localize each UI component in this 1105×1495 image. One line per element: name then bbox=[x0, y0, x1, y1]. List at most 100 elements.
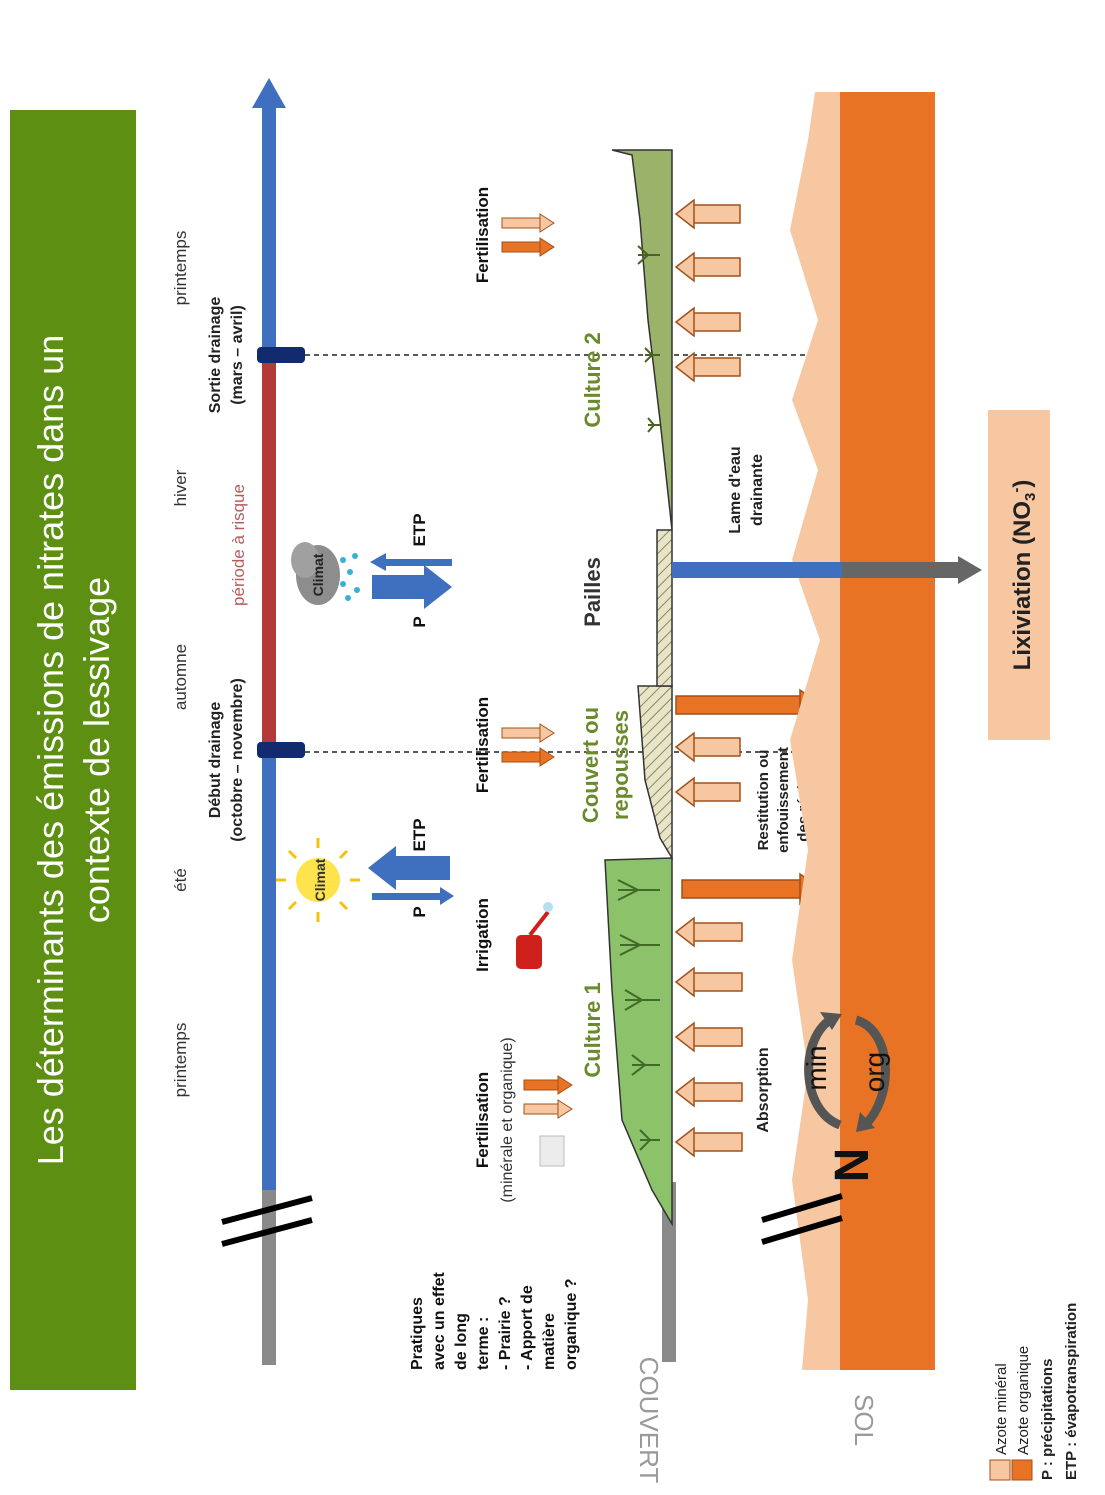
practices-line: avec un effet bbox=[431, 1272, 448, 1370]
legend-p: P : précipitations bbox=[1039, 1359, 1056, 1480]
fertilisation-3: Fertilisation bbox=[473, 187, 555, 283]
legend-swatch-mineral bbox=[989, 1459, 1011, 1481]
climate-summer: Climat ETP P bbox=[276, 818, 454, 922]
practices-line: terme : bbox=[475, 1317, 492, 1370]
timeline-arrowhead bbox=[252, 78, 286, 108]
fertilizer-bag-icon bbox=[539, 1135, 565, 1167]
etp-winter-label: ETP bbox=[410, 513, 429, 546]
absorption-arrows bbox=[674, 198, 743, 1158]
nitrogen-label: N bbox=[826, 1148, 879, 1183]
lixiviation-label: Lixiviation (NO3-) bbox=[1008, 480, 1039, 671]
drain-end-line1: Sortie drainage bbox=[207, 297, 224, 414]
irrigation: Irrigation bbox=[473, 898, 553, 972]
legend-organic: Azote organique bbox=[1015, 1346, 1032, 1455]
season-label: printemps bbox=[171, 231, 190, 306]
absorption-arrow bbox=[674, 306, 741, 338]
soil bbox=[761, 92, 935, 1370]
climate-winter-label: Climat bbox=[310, 553, 326, 596]
p-arrow-winter bbox=[372, 565, 452, 609]
fertilisation-1: Fertilisation (minérale et organique) bbox=[473, 1037, 573, 1203]
practices-line: - Prairie ? bbox=[497, 1296, 514, 1370]
timeline bbox=[221, 78, 313, 1365]
culture2-label: Culture 2 bbox=[580, 332, 605, 427]
org-label: org bbox=[859, 1052, 890, 1092]
sun-icon bbox=[276, 838, 360, 922]
fertilisation-2-label: Fertilisation bbox=[473, 697, 492, 793]
absorption-arrow bbox=[674, 1076, 743, 1108]
rain-icon bbox=[340, 553, 360, 601]
culture1-label: Culture 1 bbox=[580, 982, 605, 1077]
fertilisation-1-arrows bbox=[523, 1075, 573, 1119]
absorption-arrow bbox=[674, 1021, 743, 1053]
drainage-end-label: Sortie drainage (mars – avril) bbox=[207, 297, 246, 414]
p-summer-label: P bbox=[410, 906, 429, 917]
culture1-profile bbox=[604, 857, 673, 1227]
practices-line: de long bbox=[453, 1313, 470, 1370]
etp-summer-label: ETP bbox=[410, 818, 429, 851]
absorption-arrow bbox=[674, 1126, 743, 1158]
fertilisation-2: Fertilisation bbox=[473, 697, 555, 793]
season-label: automne bbox=[171, 644, 190, 710]
climate-summer-label: Climat bbox=[312, 858, 328, 901]
couvert-profile bbox=[637, 685, 673, 861]
cycle-arrow-icon bbox=[804, 1016, 842, 1130]
absorption-arrow bbox=[674, 776, 741, 808]
title-banner: Les déterminants des émissions de nitrat… bbox=[10, 110, 136, 1390]
culture2-profile bbox=[611, 149, 673, 531]
risk-period-label: période à risque bbox=[229, 484, 248, 606]
drain-end-marker bbox=[257, 347, 305, 363]
long-term-practices: Pratiques avec un effet de long terme : … bbox=[409, 1272, 580, 1370]
min-label: min bbox=[801, 1045, 832, 1090]
absorption-arrow bbox=[674, 916, 743, 948]
drain-start-line2: (octobre – novembre) bbox=[229, 678, 246, 842]
p-winter-label: P bbox=[410, 616, 429, 627]
culture1-plants bbox=[617, 879, 660, 1151]
drain-start-line1: Début drainage bbox=[207, 702, 224, 819]
drain-start-marker bbox=[257, 742, 305, 758]
fertilisation-1-label: Fertilisation bbox=[473, 1072, 492, 1168]
climate-winter: Climat ETP P bbox=[291, 513, 452, 628]
practices-line: Pratiques bbox=[409, 1297, 426, 1370]
legend-etp: ETP : évapotranspiration bbox=[1063, 1303, 1080, 1480]
couvert-label-line2: repousses bbox=[608, 710, 633, 820]
absorption-label: Absorption bbox=[755, 1047, 772, 1132]
practices-line: matière bbox=[541, 1313, 558, 1370]
title-line1: Les déterminants des émissions de nitrat… bbox=[30, 335, 71, 1165]
soil-organic-layer bbox=[840, 92, 935, 1370]
title-line2: contexte de lessivage bbox=[76, 577, 117, 923]
restitution-line2: enfouissement bbox=[775, 747, 792, 853]
watering-can-icon bbox=[516, 902, 553, 969]
legend-swatch-organic bbox=[1011, 1459, 1033, 1481]
band-couvert-label: COUVERT bbox=[634, 1357, 664, 1484]
nitrogen-cycle: N min org bbox=[801, 1012, 890, 1182]
cycle-arrow-icon bbox=[854, 1015, 890, 1129]
fertilisation-2-arrows bbox=[501, 723, 555, 767]
practices-line: - Apport de bbox=[519, 1285, 536, 1370]
pailles-label: Pailles bbox=[580, 557, 605, 627]
band-sol-label: SOL bbox=[849, 1394, 879, 1446]
season-labels: printemps été automne hiver printemps bbox=[171, 231, 190, 1098]
season-label: hiver bbox=[171, 469, 190, 506]
absorption-arrow bbox=[674, 198, 741, 230]
fertilisation-1-sub: (minérale et organique) bbox=[499, 1037, 516, 1202]
practices-line: organique ? bbox=[563, 1278, 580, 1370]
lame-line1: Lame d'eau bbox=[727, 446, 744, 533]
etp-arrow-summer bbox=[368, 846, 450, 890]
crop-profiles bbox=[604, 149, 676, 1362]
absorption-arrow bbox=[674, 251, 741, 283]
irrigation-label: Irrigation bbox=[473, 898, 492, 972]
absorption-arrow bbox=[674, 731, 741, 763]
lame-line2: drainante bbox=[749, 454, 766, 526]
drainage-arrow bbox=[672, 556, 982, 584]
legend-mineral: Azote minéral bbox=[993, 1363, 1010, 1455]
culture2-plants bbox=[637, 245, 660, 433]
couvert-label-line1: Couvert ou bbox=[578, 707, 603, 823]
etp-arrow-winter bbox=[370, 553, 452, 571]
p-arrow-summer bbox=[372, 887, 454, 905]
lixiviation-box: Lixiviation (NO3-) bbox=[988, 410, 1050, 740]
legend: Azote minéral Azote organique P : précip… bbox=[989, 1303, 1080, 1481]
fertilisation-3-label: Fertilisation bbox=[473, 187, 492, 283]
absorption-arrow bbox=[674, 351, 741, 383]
